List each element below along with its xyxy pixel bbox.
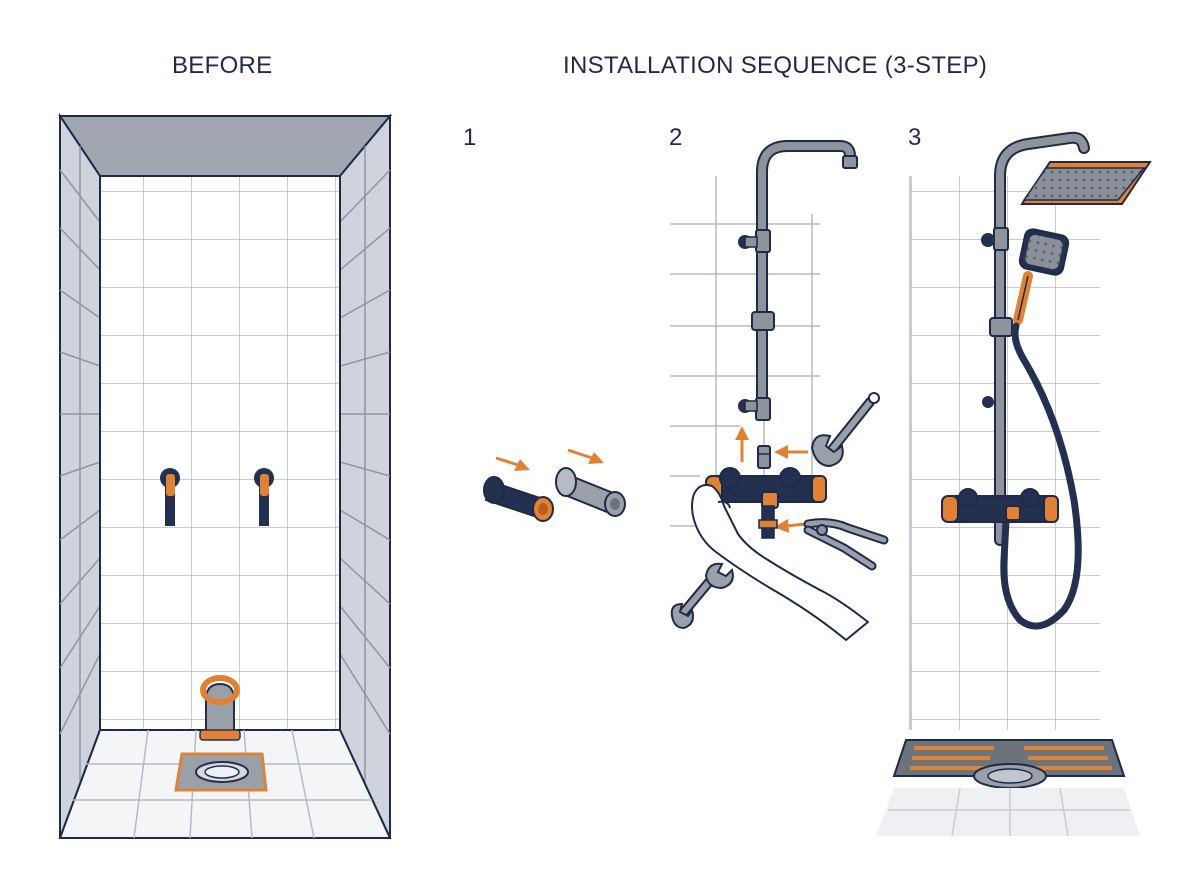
- linear-drain: [892, 739, 1126, 789]
- pliers-icon: [803, 518, 889, 571]
- installer-hand: [691, 484, 869, 641]
- floor-drain: [174, 752, 268, 792]
- right-water-pipe-stub: [254, 468, 274, 526]
- hand-shower: [1013, 228, 1070, 325]
- right-wall-grout: [339, 146, 391, 784]
- step-3-finished-shower: [876, 131, 1152, 837]
- wrench-icon-upper: [810, 392, 880, 468]
- connector-nut: [757, 445, 771, 469]
- before-shower-alcove: [58, 112, 393, 839]
- arrow-left-lower: [774, 519, 807, 533]
- back-wall-tiles: [99, 175, 341, 731]
- before-heading: BEFORE: [172, 52, 273, 79]
- orange-arrow-left: [495, 456, 530, 471]
- orange-arrow-right: [567, 448, 604, 464]
- step-3-number: 3: [908, 124, 922, 151]
- left-wall-grout: [59, 146, 101, 784]
- step-1-number: 1: [463, 124, 477, 151]
- arrow-up: [735, 426, 749, 462]
- riser-rail: [738, 140, 858, 421]
- eccentric-fitting-steel: [555, 467, 626, 517]
- step-1-parts: [483, 448, 626, 522]
- installation-sequence-heading: INSTALLATION SEQUENCE (3-STEP): [563, 52, 988, 79]
- arrow-left-upper: [774, 445, 808, 459]
- floor-pipe-elbow: [199, 675, 241, 741]
- finished-riser-rail: [981, 131, 1090, 546]
- step-3-floor: [876, 787, 1140, 837]
- eccentric-fitting-navy: [483, 476, 554, 522]
- ceiling: [58, 115, 393, 177]
- step-2-number: 2: [669, 124, 683, 151]
- finished-thermostatic-mixer: [941, 488, 1059, 523]
- wrench-icon-lower: [670, 562, 734, 630]
- shower-hose: [1000, 322, 1082, 630]
- left-water-pipe-stub: [160, 468, 180, 526]
- rain-shower-head: [1020, 161, 1152, 205]
- step-2-assembly: [670, 140, 889, 641]
